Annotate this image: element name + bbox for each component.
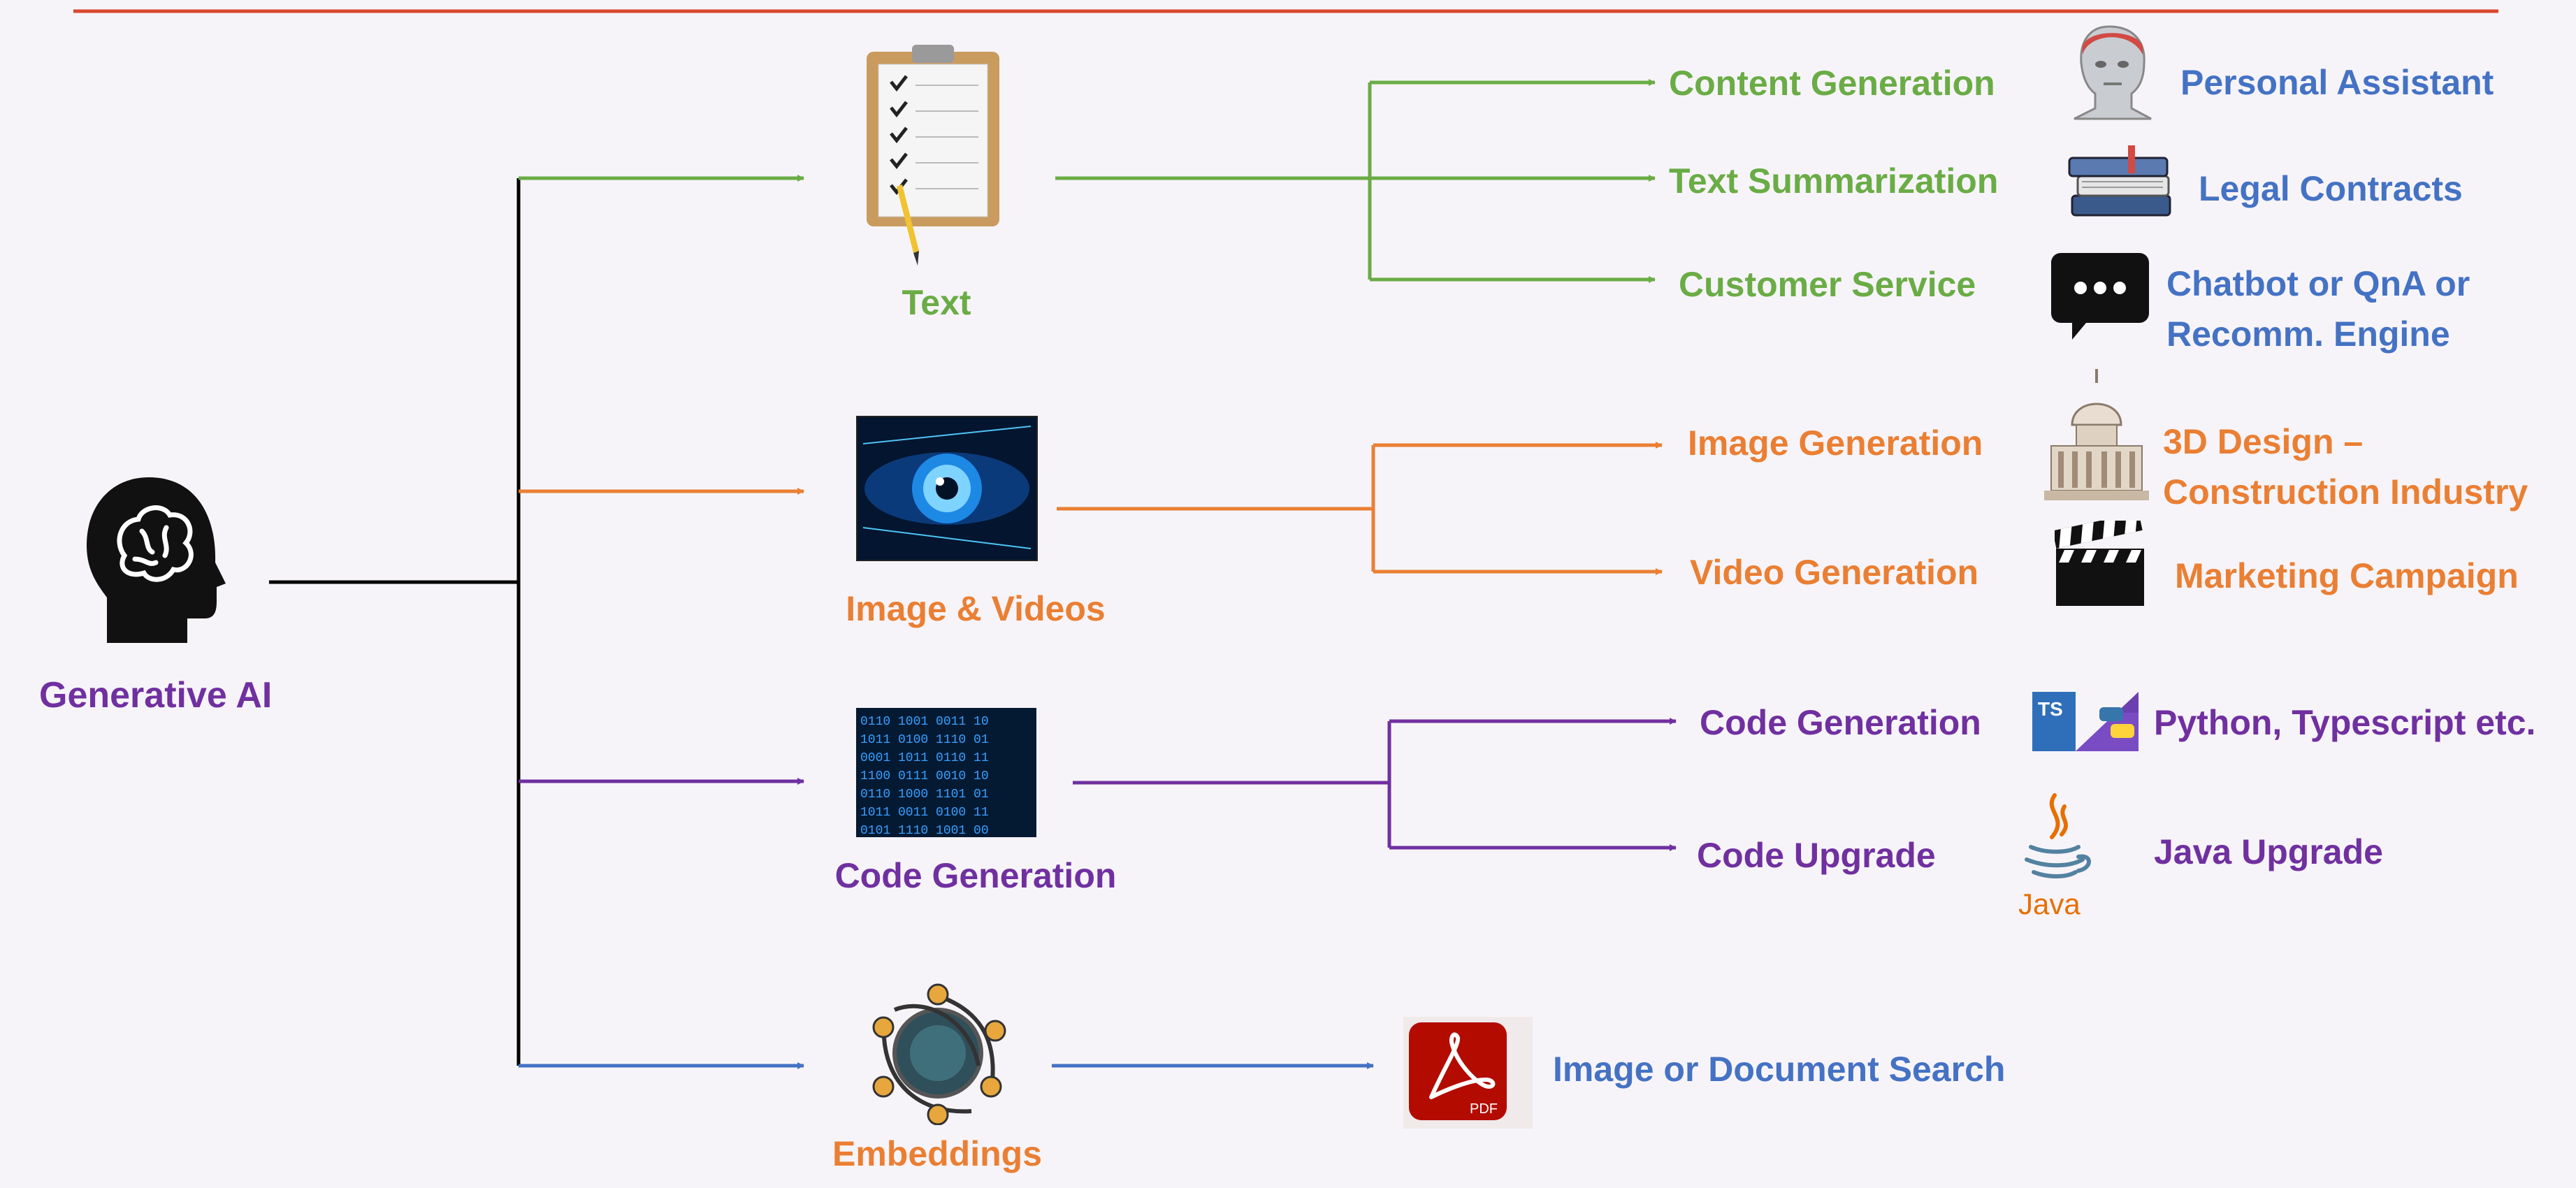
clipboard-checklist-icon xyxy=(863,43,1003,267)
use-chatbot-line2: Recomm. Engine xyxy=(2166,314,2450,354)
capitol-building-icon xyxy=(2044,369,2149,502)
java-badge-text: Java xyxy=(2018,888,2081,920)
svg-text:0110 1000 1101 01: 0110 1000 1101 01 xyxy=(860,788,989,802)
task-video-generation: Video Generation xyxy=(1690,553,1979,592)
java-cup-icon: Java xyxy=(2006,790,2104,922)
task-text-summarization: Text Summarization xyxy=(1669,161,1999,201)
use-python-typescript: Python, Typescript etc. xyxy=(2154,703,2536,742)
chat-bubble-icon xyxy=(2051,253,2149,340)
task-code-upgrade: Code Upgrade xyxy=(1697,836,1936,875)
use-chatbot: Chatbot or QnA or Recomm. Engine xyxy=(2166,259,2470,359)
use-java-upgrade: Java Upgrade xyxy=(2154,832,2383,871)
use-3d-design-line2: Construction Industry xyxy=(2163,472,2528,512)
ts-python-icon: TS xyxy=(2032,692,2139,751)
category-label-embeddings: Embeddings xyxy=(832,1134,1043,1173)
clapperboard-icon xyxy=(2053,512,2146,608)
root-label: Generative AI xyxy=(39,675,273,716)
use-personal-assistant: Personal Assistant xyxy=(2180,63,2494,102)
pdf-icon: PDF xyxy=(1403,1017,1533,1129)
task-code-generation: Code Generation xyxy=(1700,703,1981,742)
books-stack-icon xyxy=(2065,145,2177,226)
pdf-badge-text: PDF xyxy=(1470,1101,1498,1117)
use-marketing-campaign: Marketing Campaign xyxy=(2175,556,2519,595)
robot-head-icon xyxy=(2067,21,2158,122)
brain-head-icon xyxy=(82,472,229,646)
svg-text:1011 0011 0100 11: 1011 0011 0100 11 xyxy=(860,806,989,820)
category-label-image-videos: Image & Videos xyxy=(846,589,1106,628)
category-label-text: Text xyxy=(902,283,971,322)
use-image-document-search: Image or Document Search xyxy=(1553,1050,2006,1089)
svg-text:1100 0111 0010 10: 1100 0111 0010 10 xyxy=(860,769,989,783)
digital-eye-icon xyxy=(855,414,1039,563)
use-3d-design: 3D Design – Construction Industry xyxy=(2163,416,2528,517)
svg-text:0110 1001 0011 10: 0110 1001 0011 10 xyxy=(860,715,989,729)
svg-text:1011 0100 1110 01: 1011 0100 1110 01 xyxy=(860,733,989,747)
svg-text:0001 1011 0110 11: 0001 1011 0110 11 xyxy=(860,751,989,765)
task-customer-service: Customer Service xyxy=(1679,265,1976,304)
use-3d-design-line1: 3D Design – xyxy=(2163,422,2364,461)
network-hub-icon xyxy=(867,982,1010,1126)
binary-code-icon: 0110 1001 0011 10 1011 0100 1110 01 0001… xyxy=(856,708,1036,838)
use-legal-contracts: Legal Contracts xyxy=(2199,169,2463,208)
ts-badge-text: TS xyxy=(2038,698,2063,720)
use-chatbot-line1: Chatbot or QnA or xyxy=(2166,264,2470,303)
category-label-code-generation: Code Generation xyxy=(834,856,1117,895)
svg-text:0101 1110 1001 00: 0101 1110 1001 00 xyxy=(860,824,989,837)
task-content-generation: Content Generation xyxy=(1669,64,1995,103)
task-image-generation: Image Generation xyxy=(1688,423,1983,463)
